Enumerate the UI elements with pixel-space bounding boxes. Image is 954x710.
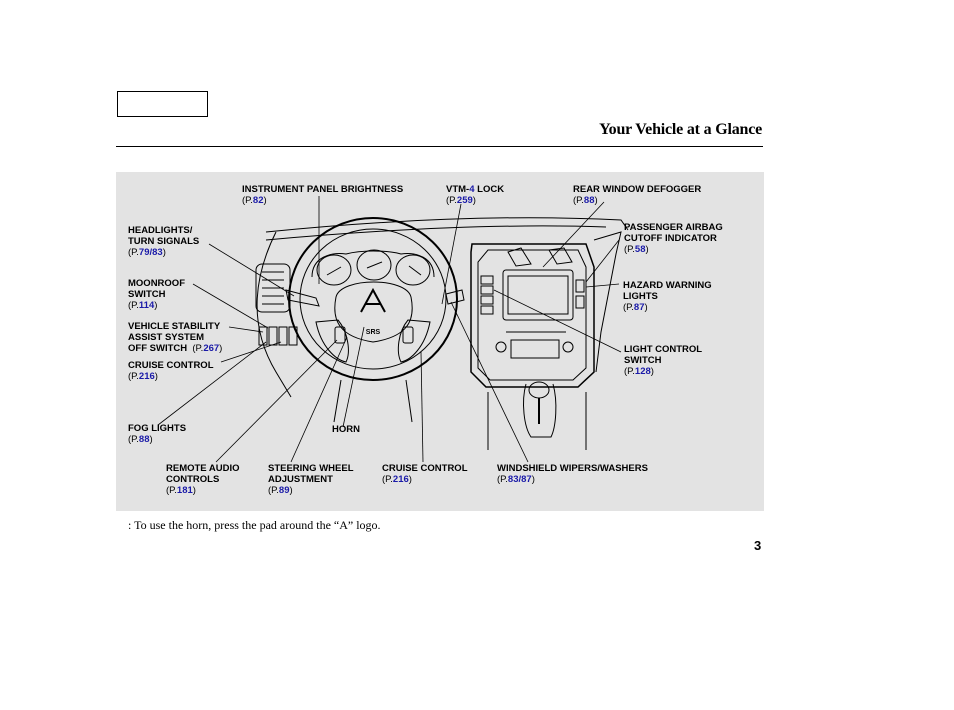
label-remote-audio-controls[interactable]: REMOTE AUDIO CONTROLS (P.181) xyxy=(166,463,240,496)
page-link[interactable]: 87 xyxy=(521,474,532,485)
page-link[interactable]: 216 xyxy=(392,474,409,485)
label-rear-window-defogger[interactable]: REAR WINDOW DEFOGGER (P.88) xyxy=(573,184,702,206)
page-link[interactable]: 88 xyxy=(583,195,595,206)
page-link[interactable]: 114 xyxy=(138,300,155,311)
label-cruise-control-left[interactable]: CRUISE CONTROL (P.216) xyxy=(128,360,214,382)
label-steering-wheel-adjustment[interactable]: STEERING WHEEL ADJUSTMENT (P.89) xyxy=(268,463,354,496)
page-link[interactable]: 267 xyxy=(203,343,220,354)
contents-button[interactable] xyxy=(117,91,208,117)
page-link[interactable]: 82 xyxy=(252,195,264,206)
label-cruise-control-bottom[interactable]: CRUISE CONTROL (P.216) xyxy=(382,463,468,485)
label-light-control-switch[interactable]: LIGHT CONTROL SWITCH (P.128) xyxy=(624,344,703,377)
page-title: Your Vehicle at a Glance xyxy=(599,121,762,138)
page-number: 3 xyxy=(754,538,762,553)
label-fog-lights[interactable]: FOG LIGHTS (P.88) xyxy=(128,423,187,445)
title-divider xyxy=(116,146,763,147)
page-link[interactable]: 87 xyxy=(633,302,645,313)
label-horn[interactable]: HORN xyxy=(332,424,360,435)
label-passenger-airbag[interactable]: PASSENGER AIRBAG CUTOFF INDICATOR (P.58) xyxy=(624,222,723,255)
page-link[interactable]: 259 xyxy=(456,195,473,206)
label-vehicle-stability-assist[interactable]: VEHICLE STABILITY ASSIST SYSTEM OFF SWIT… xyxy=(128,321,223,354)
horn-footnote: : To use the horn, press the pad around … xyxy=(128,518,381,532)
page-link[interactable]: 83 xyxy=(152,247,163,258)
page-link[interactable]: 88 xyxy=(138,434,150,445)
page-link[interactable]: 79 xyxy=(138,247,150,258)
dashboard-diagram: SRS INSTRUMENT PANEL BRIGHTNESS (P.82) V… xyxy=(116,172,764,511)
label-hazard-warning-lights[interactable]: HAZARD WARNING LIGHTS (P.87) xyxy=(623,280,712,313)
label-moonroof-switch[interactable]: MOONROOF SWITCH (P.114) xyxy=(128,278,185,311)
page-link[interactable]: 89 xyxy=(278,485,290,496)
page-link[interactable]: 58 xyxy=(634,244,646,255)
page-link[interactable]: 181 xyxy=(176,485,193,496)
label-headlights-turn-signals[interactable]: HEADLIGHTS/ TURN SIGNALS (P.79/83) xyxy=(128,225,200,258)
label-windshield-wipers[interactable]: WINDSHIELD WIPERS/WASHERS (P.83/87) xyxy=(497,463,648,485)
srs-badge: SRS xyxy=(366,329,381,336)
dashboard-illustration: SRS xyxy=(157,196,629,463)
page-link[interactable]: 216 xyxy=(138,371,155,382)
label-vtm4-lock[interactable]: VTM-4 LOCK (P.259) xyxy=(446,184,505,206)
page-link[interactable]: 83 xyxy=(507,474,519,485)
label-instrument-panel-brightness[interactable]: INSTRUMENT PANEL BRIGHTNESS (P.82) xyxy=(242,184,404,206)
page-link[interactable]: 128 xyxy=(634,366,651,377)
